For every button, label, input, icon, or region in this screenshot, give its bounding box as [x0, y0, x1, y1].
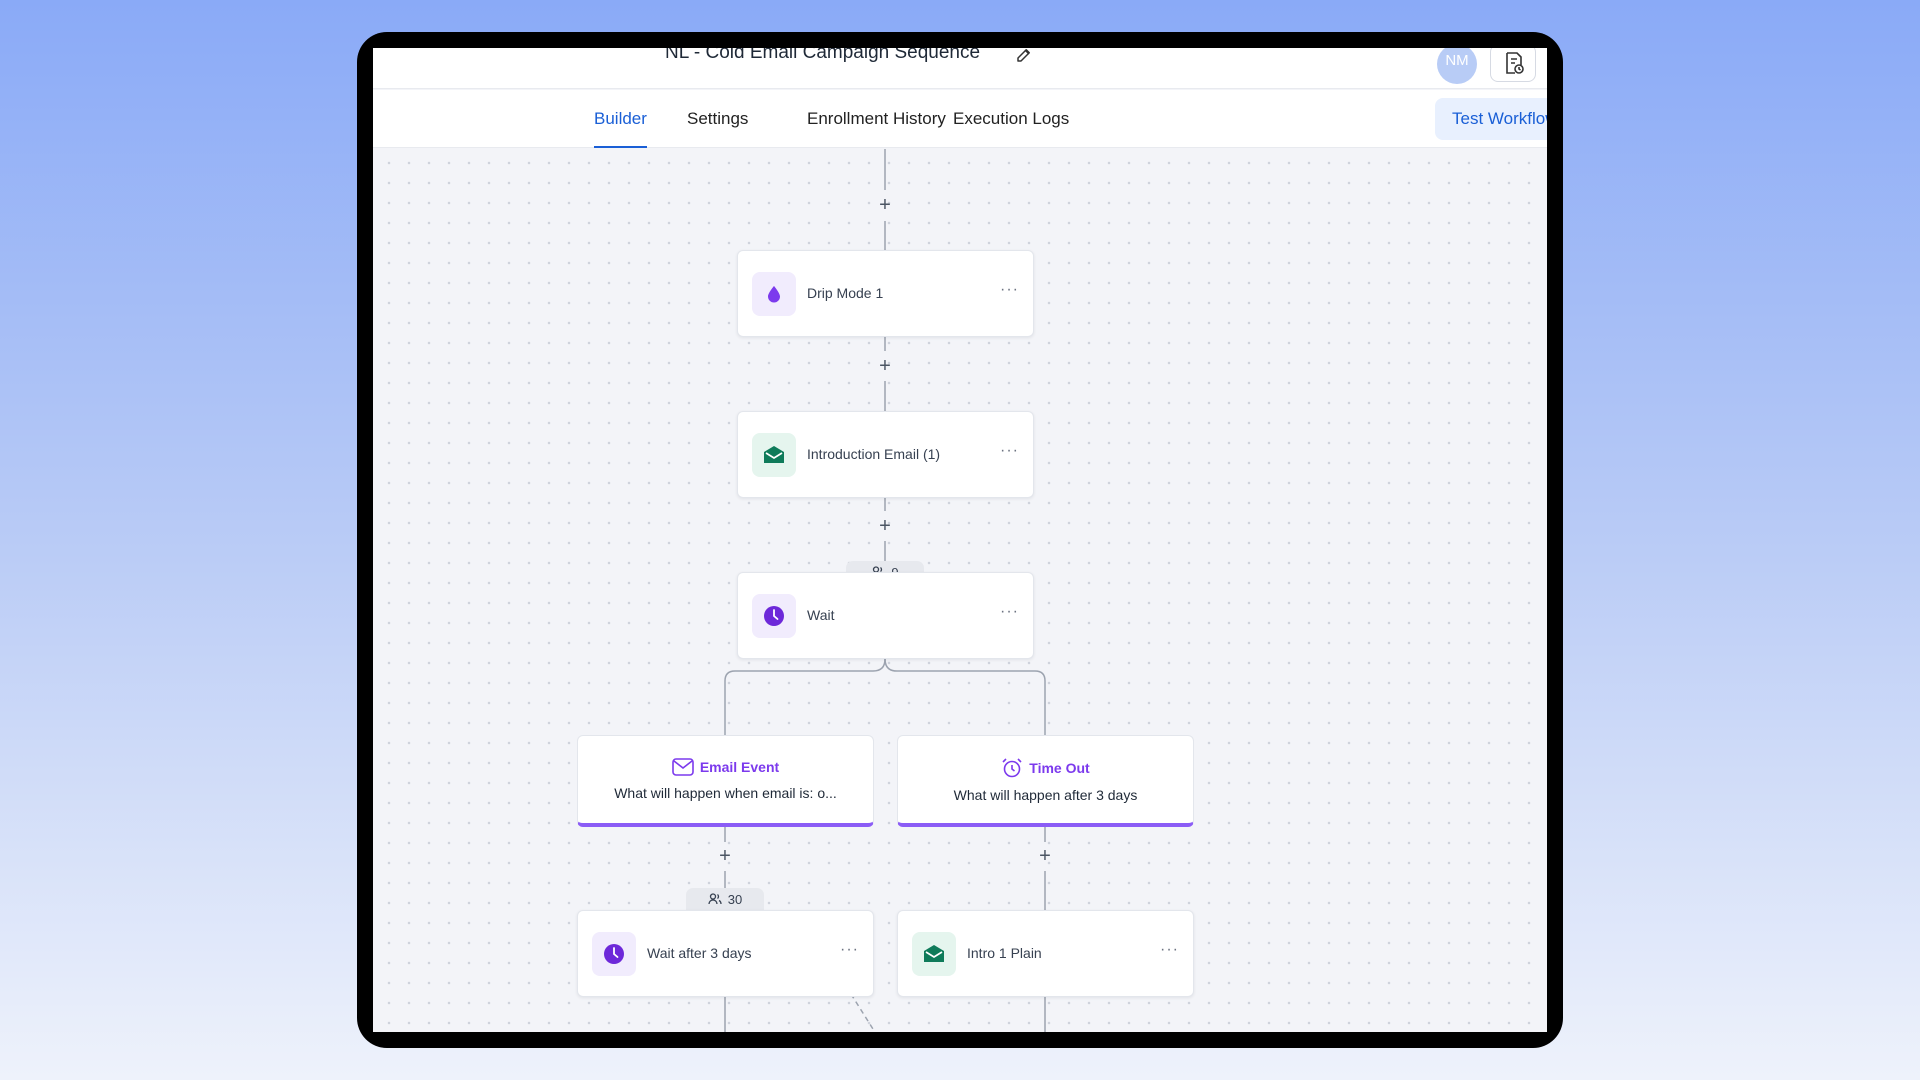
- email-icon: [764, 446, 784, 463]
- pencil-icon[interactable]: [1015, 48, 1033, 64]
- add-step-button[interactable]: +: [879, 194, 891, 216]
- device-frame: NL - Cold Email Campaign Sequence NM Bui…: [357, 32, 1563, 1048]
- count-value: 30: [727, 891, 743, 907]
- more-options-icon[interactable]: ···: [1000, 603, 1019, 620]
- branch-email-event[interactable]: Email Event What will happen when email …: [577, 735, 874, 827]
- branch-description: What will happen when email is: o...: [614, 785, 837, 801]
- tab-enrollment-history[interactable]: Enrollment History: [807, 109, 946, 128]
- more-options-icon[interactable]: ···: [1160, 941, 1179, 958]
- app-screen: NL - Cold Email Campaign Sequence NM Bui…: [373, 48, 1547, 1032]
- more-options-icon[interactable]: ···: [1000, 442, 1019, 459]
- clock-icon: [764, 606, 784, 626]
- connector-lines: [724, 149, 1046, 1032]
- clock-icon-box: [752, 594, 796, 638]
- node-label: Drip Mode 1: [807, 285, 884, 301]
- tab-builder[interactable]: Builder: [594, 90, 647, 148]
- email-icon-box: [752, 433, 796, 477]
- node-wait[interactable]: Wait ···: [737, 572, 1034, 659]
- workflow-canvas[interactable]: + + + + + Drip Mode 1 ··· Introduction E…: [373, 149, 1547, 1032]
- clock-icon-box: [592, 932, 636, 976]
- tab-settings[interactable]: Settings: [687, 109, 749, 128]
- add-step-button[interactable]: +: [879, 355, 891, 377]
- node-introduction-email[interactable]: Introduction Email (1) ···: [737, 411, 1034, 498]
- drip-icon-box: [752, 272, 796, 316]
- branch-title: Email Event: [699, 759, 780, 775]
- email-icon: [924, 945, 944, 962]
- node-label: Intro 1 Plain: [967, 945, 1042, 961]
- drip-icon: [768, 286, 780, 303]
- tab-bar: Builder Settings Enrollment History Exec…: [373, 90, 1547, 148]
- node-label: Introduction Email (1): [807, 446, 941, 462]
- node-drip-mode[interactable]: Drip Mode 1 ···: [737, 250, 1034, 337]
- report-button[interactable]: [1490, 48, 1536, 82]
- avatar[interactable]: NM: [1437, 48, 1477, 84]
- branch-time-out[interactable]: Time Out What will happen after 3 days: [897, 735, 1194, 827]
- tab-execution-logs[interactable]: Execution Logs: [953, 109, 1070, 128]
- users-icon: [708, 893, 722, 905]
- top-header: NL - Cold Email Campaign Sequence NM: [373, 48, 1547, 89]
- alarm-icon: [1002, 758, 1022, 778]
- node-intro-1-plain[interactable]: Intro 1 Plain ···: [897, 910, 1194, 997]
- branch-title: Time Out: [1029, 760, 1090, 776]
- enrolled-count-badge: 30: [686, 888, 764, 910]
- more-options-icon[interactable]: ···: [1000, 281, 1019, 298]
- clock-icon: [604, 944, 624, 964]
- email-icon-box: [912, 932, 956, 976]
- add-step-button[interactable]: +: [879, 515, 891, 537]
- test-workflow-button[interactable]: Test Workflow: [1435, 98, 1547, 140]
- more-options-icon[interactable]: ···: [840, 941, 859, 958]
- branch-description: What will happen after 3 days: [953, 787, 1138, 803]
- add-step-button[interactable]: +: [719, 845, 731, 867]
- node-label: Wait: [807, 607, 835, 623]
- envelope-icon: [672, 758, 694, 776]
- report-icon: [1506, 52, 1524, 74]
- node-label: Wait after 3 days: [647, 945, 752, 961]
- add-step-button[interactable]: +: [1039, 845, 1051, 867]
- workflow-title: NL - Cold Email Campaign Sequence: [665, 48, 981, 63]
- node-wait-after-3-days[interactable]: Wait after 3 days ···: [577, 910, 874, 997]
